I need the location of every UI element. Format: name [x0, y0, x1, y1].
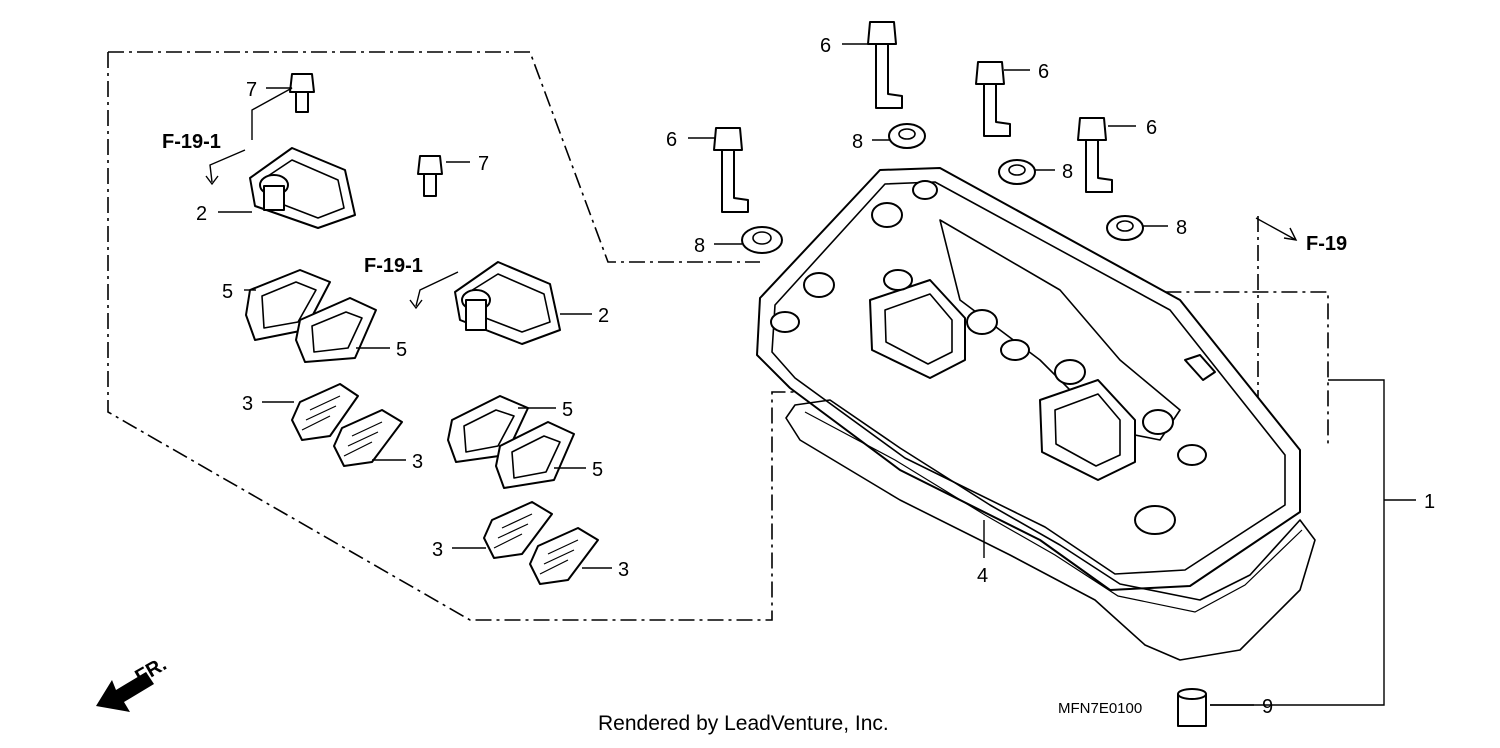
grommet-8c[interactable]	[998, 159, 1036, 185]
breather-cover-2b[interactable]	[454, 261, 561, 345]
ref-arrow-f19-1-mid	[409, 271, 459, 310]
leader-lines	[218, 43, 1416, 706]
reed-plate-5d[interactable]	[495, 421, 575, 489]
callout-3: 3	[242, 393, 253, 415]
ref-arrow-f19-1-top	[205, 149, 246, 186]
cover-bolt-7a[interactable]	[289, 73, 315, 113]
callout-3: 3	[412, 451, 423, 473]
callout-1: 1	[1424, 491, 1435, 513]
callout-7: 7	[246, 79, 257, 101]
callout-6: 6	[666, 129, 677, 151]
cover-bolt-6c[interactable]	[975, 61, 1011, 137]
cover-bolt-6a[interactable]	[713, 127, 749, 213]
grommet-8a[interactable]	[741, 226, 783, 254]
callout-6: 6	[1038, 61, 1049, 83]
reed-bracket-3b[interactable]	[333, 409, 403, 467]
ref-label-f19-1: F-19-1	[364, 255, 423, 277]
reed-bracket-3c[interactable]	[483, 501, 553, 559]
reed-bracket-3a[interactable]	[291, 383, 359, 441]
callout-8: 8	[852, 131, 863, 153]
cover-bolt-6d[interactable]	[1077, 117, 1113, 193]
breather-cover-2a[interactable]	[249, 147, 356, 229]
callout-8: 8	[1176, 217, 1187, 239]
ref-arrow-f19	[1255, 217, 1298, 241]
callout-8: 8	[1062, 161, 1073, 183]
callout-5: 5	[592, 459, 603, 481]
cylinder-head-cover[interactable]	[756, 167, 1301, 591]
callout-5: 5	[396, 339, 407, 361]
callout-4: 4	[977, 565, 988, 587]
callout-2: 2	[196, 203, 207, 225]
grommet-8b[interactable]	[888, 123, 926, 149]
cover-bolt-6b[interactable]	[867, 21, 903, 109]
callout-6: 6	[820, 35, 831, 57]
callout-3: 3	[432, 539, 443, 561]
front-direction-arrow-icon	[96, 672, 154, 712]
callout-8: 8	[694, 235, 705, 257]
callout-5: 5	[562, 399, 573, 421]
callout-2: 2	[598, 305, 609, 327]
ref-label-f19-1: F-19-1	[162, 131, 221, 153]
grommet-8d[interactable]	[1106, 215, 1144, 241]
head-cover-gasket[interactable]	[785, 399, 1316, 661]
group-outline-ignition-coil	[107, 51, 800, 621]
ref-label-f19: F-19	[1306, 233, 1347, 255]
callout-6: 6	[1146, 117, 1157, 139]
dowel-collar-9[interactable]	[1177, 688, 1207, 727]
callout-3: 3	[618, 559, 629, 581]
credit-line: Rendered by LeadVenture, Inc.	[598, 712, 889, 735]
reed-bracket-3d[interactable]	[529, 527, 599, 585]
callout-7: 7	[478, 153, 489, 175]
diagram-code: MFN7E0100	[1058, 700, 1142, 717]
callout-5: 5	[222, 281, 233, 303]
callout-9: 9	[1262, 696, 1273, 718]
reed-plate-5b[interactable]	[295, 297, 377, 363]
cover-bolt-7b[interactable]	[417, 155, 443, 197]
